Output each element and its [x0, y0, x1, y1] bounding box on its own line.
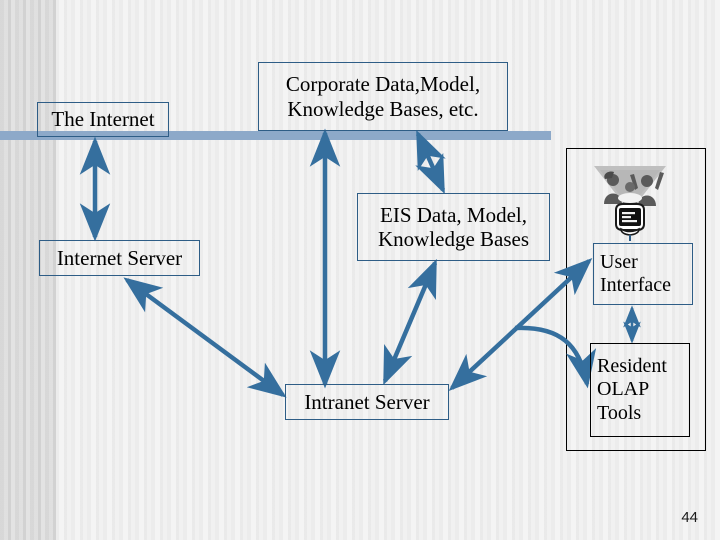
box-resident-olap-tools-line2: OLAP — [597, 378, 650, 401]
box-eis-data-line2: Knowledge Bases — [377, 227, 530, 251]
box-eis-data[interactable]: EIS Data, Model, Knowledge Bases — [357, 193, 550, 261]
box-user-interface[interactable]: User Interface — [593, 243, 693, 305]
box-user-interface-line2: Interface — [600, 274, 672, 296]
group-meeting-icon — [594, 166, 666, 241]
box-internet-server-label: Internet Server — [56, 245, 183, 270]
box-resident-olap-tools[interactable]: Resident OLAP Tools — [590, 343, 690, 437]
box-internet-server[interactable]: Internet Server — [39, 240, 200, 276]
box-user-interface-line1: User — [600, 250, 638, 273]
box-resident-olap-tools-line1: Resident — [597, 355, 667, 378]
connector-internet-server-to-intranet-server — [123, 277, 287, 398]
connector-eis-to-intranet-server — [382, 258, 438, 386]
box-intranet-server[interactable]: Intranet Server — [285, 384, 449, 420]
box-resident-olap-tools-line3: Tools — [597, 401, 642, 424]
background-left-band — [0, 0, 56, 540]
box-the-internet-label: The Internet — [51, 107, 155, 132]
box-corporate-data-text: Corporate Data,Model, Knowledge Bases, e… — [286, 72, 480, 121]
boundary-divider-line — [0, 131, 551, 140]
page-number: 44 — [681, 509, 698, 526]
connector-corporate-to-eis — [415, 129, 446, 195]
box-intranet-server-label: Intranet Server — [304, 389, 430, 414]
box-the-internet[interactable]: The Internet — [37, 102, 169, 137]
box-corporate-data-line1: Corporate Data,Model, — [285, 72, 481, 97]
box-eis-data-text: EIS Data, Model, Knowledge Bases — [378, 203, 529, 252]
box-corporate-data[interactable]: Corporate Data,Model, Knowledge Bases, e… — [258, 62, 508, 131]
box-eis-data-line1: EIS Data, Model, — [380, 202, 527, 227]
box-corporate-data-line2: Knowledge Bases, etc. — [287, 96, 479, 121]
